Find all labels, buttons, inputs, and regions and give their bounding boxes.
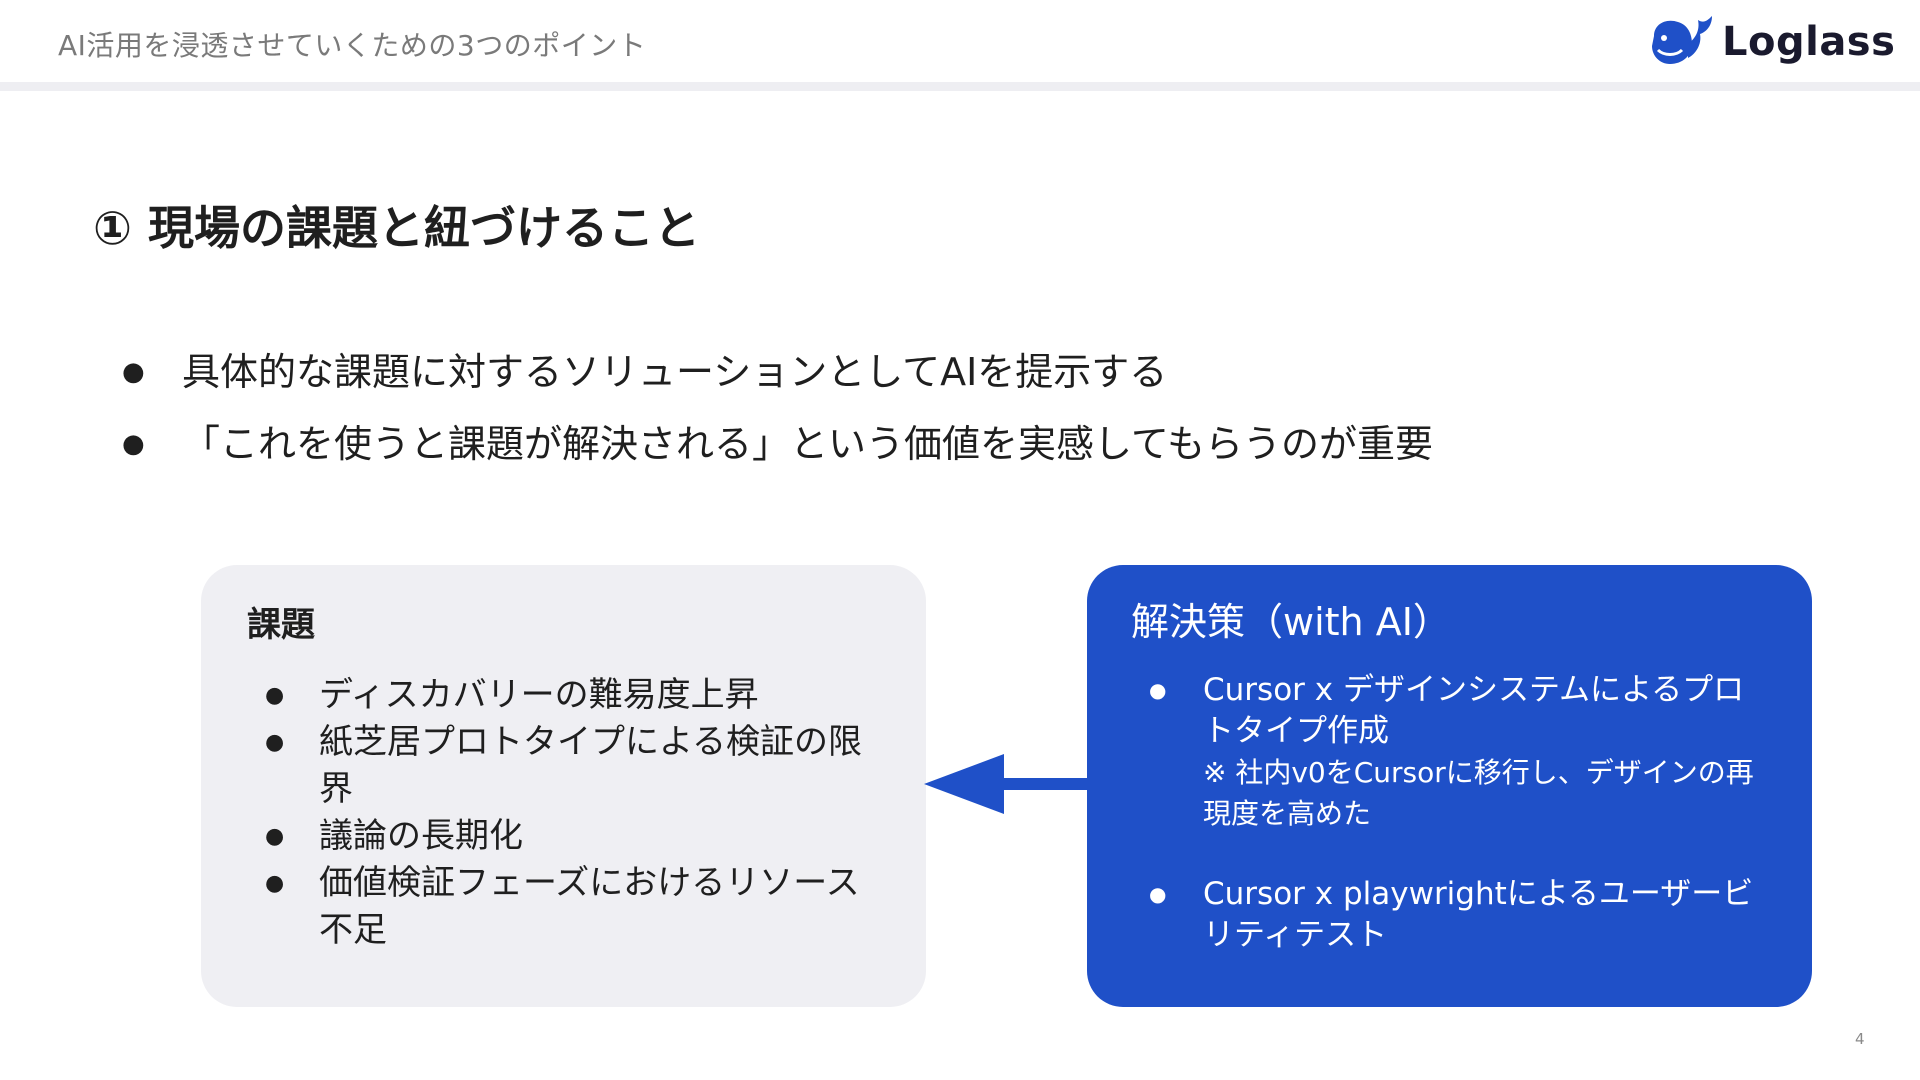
main-bullet-list: 具体的な課題に対するソリューションとしてAIを提示する 「これを使うと課題が解決… [122, 336, 1433, 480]
solution-item-text: Cursor x デザインシステムによるプロトタイプ作成 [1203, 672, 1745, 749]
problem-item: ディスカバリーの難易度上昇 [247, 672, 886, 719]
solution-item-text: Cursor x playwrightによるユーザービリティテスト [1203, 876, 1754, 953]
header-title: AI活用を浸透させていくための3つのポイント [58, 29, 647, 62]
main-bullet-item: 「これを使うと課題が解決される」という価値を実感してもらうのが重要 [122, 408, 1433, 480]
problem-card-title: 課題 [247, 605, 315, 645]
solution-item: Cursor x デザインシステムによるプロトタイプ作成 ※ 社内v0をCurs… [1131, 670, 1772, 834]
problem-item: 議論の長期化 [247, 813, 886, 860]
solution-item-note: ※ 社内v0をCursorに移行し、デザインの再現度を高めた [1203, 756, 1754, 830]
slide-title: ① 現場の課題と紐づけること [93, 201, 700, 255]
problem-item: 紙芝居プロトタイプによる検証の限界 [247, 719, 886, 813]
logo: Loglass [1648, 14, 1895, 70]
problem-item: 価値検証フェーズにおけるリソース不足 [247, 860, 886, 954]
main-bullet-item: 具体的な課題に対するソリューションとしてAIを提示する [122, 336, 1433, 408]
solution-item: Cursor x playwrightによるユーザービリティテスト [1131, 874, 1772, 956]
logo-text: Loglass [1722, 19, 1896, 65]
arrow-left-icon [924, 754, 1090, 814]
header: AI活用を浸透させていくための3つのポイント Loglass [0, 0, 1920, 82]
solution-card: 解決策（with AI） Cursor x デザインシステムによるプロトタイプ作… [1087, 565, 1812, 1007]
page-number: 4 [1855, 1030, 1865, 1048]
whale-logo-icon [1652, 16, 1712, 64]
solution-list: Cursor x デザインシステムによるプロトタイプ作成 ※ 社内v0をCurs… [1131, 670, 1772, 956]
header-divider [0, 82, 1920, 91]
solution-card-title: 解決策（with AI） [1131, 600, 1451, 644]
problem-list: ディスカバリーの難易度上昇 紙芝居プロトタイプによる検証の限界 議論の長期化 価… [247, 672, 886, 954]
problem-card: 課題 ディスカバリーの難易度上昇 紙芝居プロトタイプによる検証の限界 議論の長期… [201, 565, 926, 1007]
